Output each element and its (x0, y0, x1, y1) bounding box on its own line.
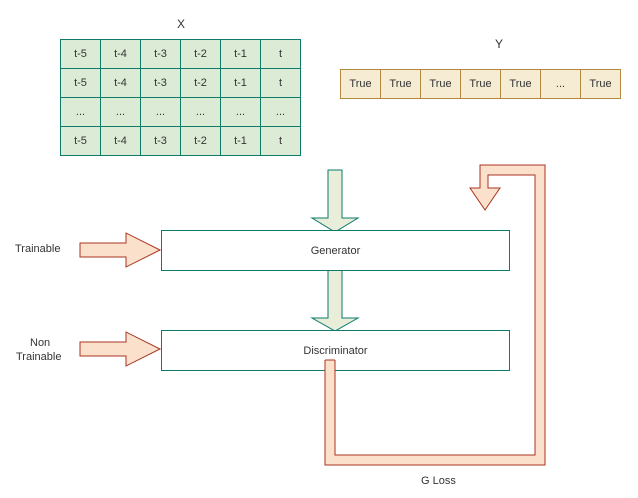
x-table-cell: t-3 (140, 126, 181, 156)
x-table-cell: t (260, 39, 301, 69)
x-table-cell: t (260, 126, 301, 156)
non-trainable-arrow (79, 331, 162, 367)
y-table-cell: True (420, 69, 461, 99)
y-table-cell: True (460, 69, 501, 99)
x-table-cell: ... (100, 97, 141, 127)
x-table-cell: t-4 (100, 126, 141, 156)
y-table-cell: True (340, 69, 381, 99)
generator-to-discriminator-arrow (310, 269, 360, 332)
x-table-cell: t-1 (220, 68, 261, 98)
x-table-cell: t-5 (60, 126, 101, 156)
y-table-cell: True (380, 69, 421, 99)
trainable-label: Trainable (15, 243, 61, 255)
x-table-row: .................. (60, 97, 301, 127)
x-table-cell: t (260, 68, 301, 98)
g-loss-feedback-arrow (324, 164, 546, 466)
generator-label: Generator (310, 244, 361, 257)
x-title: X (177, 17, 186, 31)
discriminator-label: Discriminator (303, 344, 368, 357)
non-label: Non (30, 337, 51, 349)
x-to-generator-arrow (310, 169, 360, 233)
trainable-arrow (79, 232, 162, 268)
y-table-cell: True (580, 69, 621, 99)
x-table-cell: ... (260, 97, 301, 127)
g-loss-label: G Loss (421, 475, 456, 487)
x-table-cell: t-5 (60, 39, 101, 69)
trainable-label-2: Trainable (16, 351, 62, 363)
x-table-cell: t-1 (220, 126, 261, 156)
x-table-cell: t-2 (180, 68, 221, 98)
y-title: Y (495, 37, 504, 51)
generator-box: Generator (161, 230, 510, 271)
x-table-cell: t-1 (220, 39, 261, 69)
